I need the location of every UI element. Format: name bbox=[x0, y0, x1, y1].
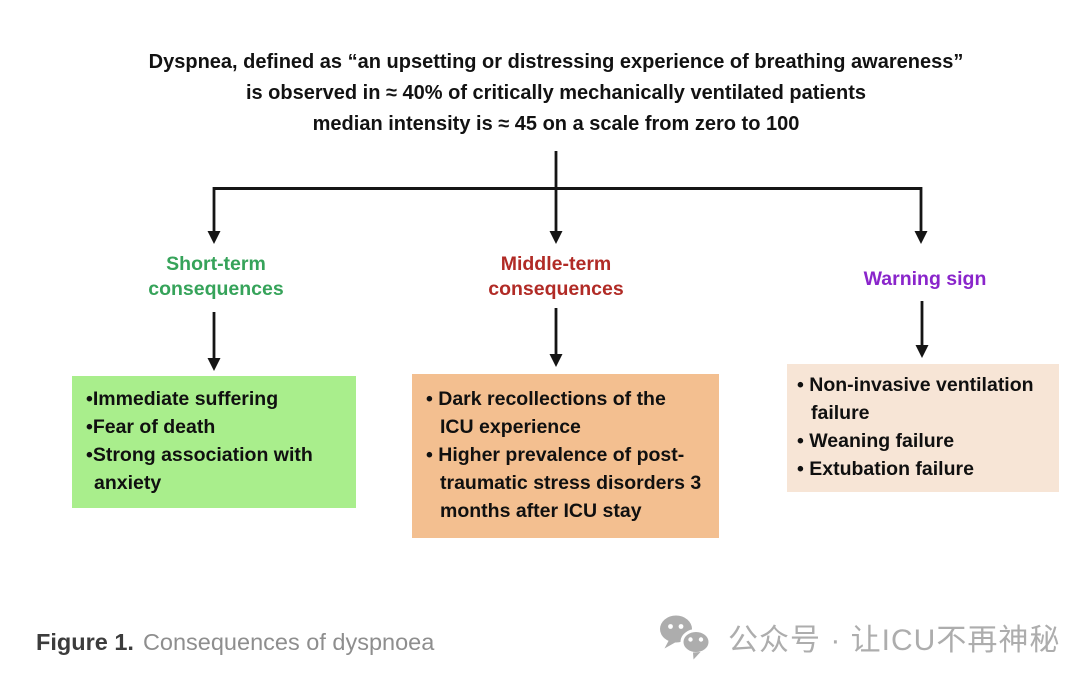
list-item: Higher prevalence of post- traumatic str… bbox=[426, 441, 709, 525]
warning-sign-list: Non-invasive ventilation failure Weaning… bbox=[797, 371, 1053, 483]
short-term-consequences-box: Immediate suffering Fear of death Strong… bbox=[72, 376, 356, 508]
watermark: 公众号 · 让ICU不再神秘 bbox=[658, 614, 1060, 660]
list-item: Dark recollections of the ICU experience bbox=[426, 385, 709, 441]
branch-label-middle-term: Middle-term consequences bbox=[488, 253, 624, 300]
wechat-official-account-icon bbox=[660, 615, 712, 660]
title-line-2: is observed in ≈ 40% of critically mecha… bbox=[245, 82, 867, 104]
short-term-list: Immediate suffering Fear of death Strong… bbox=[86, 385, 346, 497]
middle-term-consequences-box: Dark recollections of the ICU experience… bbox=[412, 374, 719, 538]
list-item: Extubation failure bbox=[797, 455, 1053, 483]
figure-caption-number: Figure 1. bbox=[36, 629, 134, 655]
title-line-3: median intensity is ≈ 45 on a scale from… bbox=[312, 113, 800, 135]
middle-term-list: Dark recollections of the ICU experience… bbox=[426, 385, 709, 525]
list-item: Strong association with anxiety bbox=[86, 441, 346, 497]
branch-label-warning-sign: Warning sign bbox=[863, 268, 987, 290]
branch-label-short-term: Short-term consequences bbox=[148, 253, 284, 300]
figure-caption-text: Consequences of dyspnoea bbox=[142, 629, 435, 655]
warning-sign-box: Non-invasive ventilation failure Weaning… bbox=[787, 364, 1059, 492]
title-line-1: Dyspnea, defined as “an upsetting or dis… bbox=[148, 51, 964, 73]
list-item: Immediate suffering bbox=[86, 385, 346, 413]
list-item: Weaning failure bbox=[797, 427, 1053, 455]
list-item: Fear of death bbox=[86, 413, 346, 441]
watermark-text: 公众号 · 让ICU不再神秘 bbox=[728, 624, 1061, 657]
figure-caption: Figure 1. Consequences of dyspnoea bbox=[36, 629, 434, 656]
diagram-title: Dyspnea, defined as “an upsetting or dis… bbox=[32, 47, 1080, 140]
list-item: Non-invasive ventilation failure bbox=[797, 371, 1053, 427]
